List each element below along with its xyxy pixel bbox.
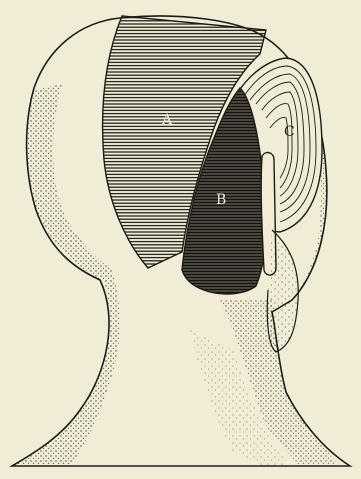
label-a: A [161, 112, 173, 128]
label-c: C [284, 124, 295, 140]
label-b: B [216, 192, 226, 208]
